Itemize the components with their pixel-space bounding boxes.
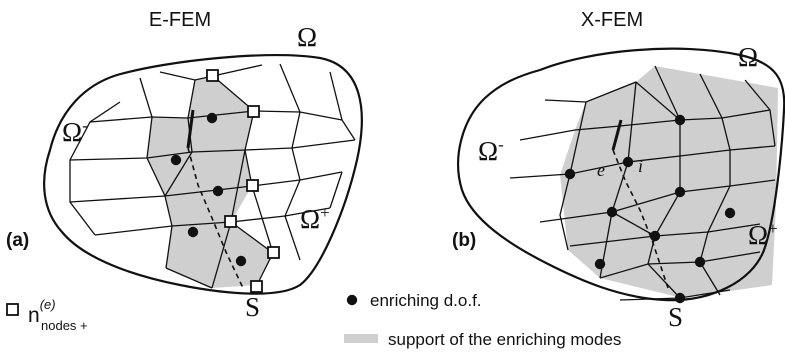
panel-b-xfem: X-FEM — [452, 9, 785, 332]
panel-a-title: E-FEM — [149, 9, 211, 31]
panel-b-title: X-FEM — [581, 9, 643, 31]
panel-a-crack — [186, 109, 195, 149]
legend-square-label: n(e)nodes + — [28, 297, 88, 333]
panel-b-interface-s — [612, 149, 669, 289]
panel-a-omega-plus: Ω+ — [300, 203, 330, 234]
panel-b-domain-boundary — [457, 47, 785, 302]
legend-dot-label: enriching d.o.f. — [370, 291, 482, 310]
panel-b-node-label: i — [638, 156, 643, 176]
panel-a-element-dots — [170, 112, 247, 267]
panel-b-omega-minus: Ω- — [478, 135, 504, 166]
panel-a-efem: E-FEM — [6, 9, 363, 322]
panel-b-domain-symbol: Ω — [738, 42, 758, 72]
panel-a-domain-symbol: Ω — [297, 22, 317, 52]
panel-a-domain-boundary — [43, 54, 363, 295]
panel-b-enriched-nodes — [564, 114, 736, 304]
panel-b-element-label: e — [597, 160, 605, 180]
legend-square-marker — [6, 303, 19, 316]
legend-dot-marker — [346, 294, 358, 306]
panel-b-interface-label: S — [668, 302, 683, 332]
panel-a-plus-node-squares — [206, 69, 280, 293]
panel-b-label: (b) — [452, 230, 476, 251]
panel-b-omega-plus: Ω+ — [748, 219, 778, 250]
panel-a-interface-label: S — [245, 292, 260, 322]
panel-b-crack — [611, 119, 623, 151]
legend: n(e)nodes + enriching d.o.f. support of … — [6, 291, 621, 349]
panel-a-omega-minus: Ω- — [62, 116, 88, 147]
panel-a-interface-s — [187, 147, 244, 289]
panel-a-label: (a) — [6, 230, 29, 251]
panel-a-enriched-elements — [147, 76, 273, 288]
legend-shade-label: support of the enriching modes — [388, 330, 621, 349]
legend-shade-swatch — [344, 334, 378, 343]
